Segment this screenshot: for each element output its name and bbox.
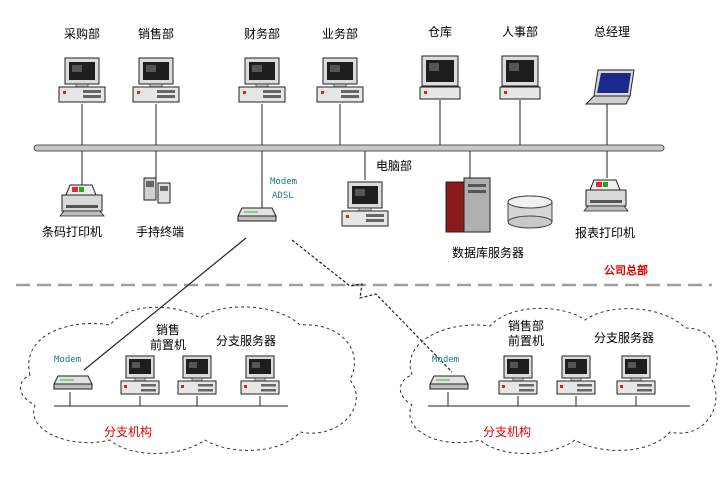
branch-left-server-icon: [240, 355, 280, 395]
report-printer-label: 报表打印机: [575, 225, 635, 240]
branch-left-modem-label: Modem: [54, 355, 81, 365]
handheld-terminal-label: 手持终端: [136, 224, 184, 239]
database-server-icon: [445, 177, 553, 233]
hq-network-bus: [33, 144, 665, 152]
branch-left-sales-computer-icon: [120, 355, 160, 395]
branch-right-modem-label: Modem: [432, 355, 459, 365]
branch-right-name: 分支机构: [483, 424, 531, 439]
computer-dept-label: 电脑部: [376, 158, 412, 173]
wan-link-right: [291, 239, 453, 373]
purchasing-computer-icon: [58, 57, 106, 103]
hq-adsl-label: ADSL: [272, 191, 294, 201]
hq-connections: [81, 100, 608, 208]
branch-right-sales-computer-icon: [498, 355, 538, 395]
dept-label-hr: 人事部: [502, 24, 538, 39]
branch-right-sales-label-2: 前置机: [508, 333, 544, 348]
dept-label-purchasing: 采购部: [64, 26, 100, 41]
branch-left-modem-icon: [53, 375, 93, 390]
branch-left-sales-label-1: 销售: [156, 322, 180, 337]
branch-right-computer-icon: [556, 355, 596, 395]
branch-right-server-label: 分支服务器: [594, 330, 654, 345]
report-printer-icon: [583, 179, 629, 212]
dept-label-finance: 财务部: [244, 26, 280, 41]
branch-left-computer-icon: [177, 355, 217, 395]
warehouse-computer-icon: [419, 55, 461, 100]
hq-modem-icon: [237, 207, 277, 222]
branch-cloud-left: [20, 306, 357, 454]
branch-right-sales-label-1: 销售部: [508, 318, 544, 333]
barcode-printer-icon: [59, 184, 105, 217]
sales-computer-icon: [132, 57, 180, 103]
finance-computer-icon: [238, 57, 286, 103]
barcode-printer-label: 条码打印机: [42, 225, 102, 239]
laptop-icon: [584, 69, 635, 105]
branch-left-server-label: 分支服务器: [216, 333, 276, 348]
dept-label-general-manager: 总经理: [594, 25, 630, 39]
hq-label: 公司总部: [604, 263, 648, 277]
branch-left-name: 分支机构: [104, 424, 152, 439]
branch-right-modem-icon: [429, 375, 469, 390]
dept-label-sales: 销售部: [138, 26, 174, 41]
computer-dept-computer-icon: [341, 181, 389, 227]
branch-right-server-icon: [616, 355, 656, 395]
business-computer-icon: [316, 57, 364, 103]
wan-link-left: [83, 237, 247, 371]
hq-modem-label: Modem: [270, 177, 297, 187]
dept-label-warehouse: 仓库: [428, 24, 452, 39]
hr-computer-icon: [499, 55, 541, 100]
branch-cloud-right: [399, 307, 718, 454]
branch-left-sales-label-2: 前置机: [150, 337, 186, 352]
handheld-terminal-icon: [143, 177, 171, 204]
database-server-label: 数据库服务器: [452, 245, 524, 260]
dept-label-business: 业务部: [322, 26, 358, 41]
